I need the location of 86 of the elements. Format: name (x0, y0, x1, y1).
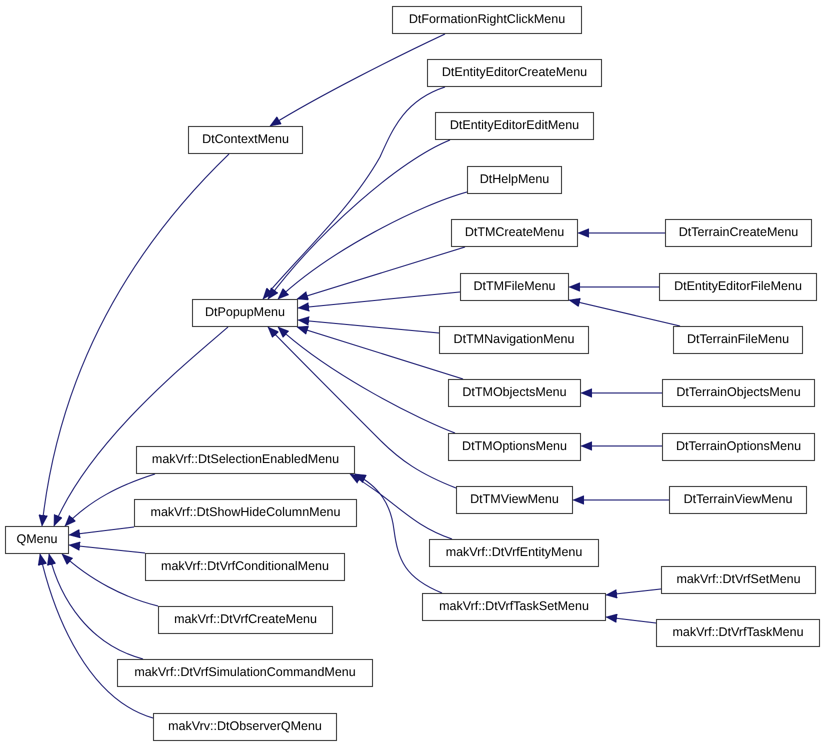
class-name: makVrf::DtVrfConditionalMenu (161, 560, 329, 574)
inheritance-arrow (606, 588, 662, 598)
inheritance-arrow (278, 192, 468, 300)
class-box (422, 593, 606, 621)
class-name: DtEntityEditorCreateMenu (442, 66, 588, 80)
class-box (662, 379, 815, 407)
class-name: DtTerrainViewMenu (684, 493, 792, 507)
class-box (662, 433, 815, 461)
class-name: makVrf::DtVrfEntityMenu (446, 546, 582, 560)
class-name: DtTMFileMenu (474, 280, 556, 294)
inheritance-arrow (262, 86, 446, 300)
class-name: makVrf::DtVrfTaskSetMenu (439, 600, 589, 614)
inheritance-arrow (606, 614, 656, 624)
inheritance-arrow (38, 154, 230, 526)
class-name: DtPopupMenu (205, 306, 285, 320)
inheritance-arrow (54, 326, 228, 526)
inheritance-arrow (270, 34, 446, 126)
class-box (429, 539, 599, 567)
class-box (136, 446, 355, 474)
inheritance-arrow (568, 298, 680, 326)
inheritance-arrow (572, 495, 670, 505)
inheritance-arrow (578, 228, 666, 238)
class-box (460, 273, 569, 301)
class-name: DtTerrainOptionsMenu (676, 440, 802, 454)
class-name: QMenu (16, 533, 58, 547)
class-name: DtTMViewMenu (470, 493, 559, 507)
class-box (134, 499, 357, 527)
class-box (661, 566, 816, 594)
inheritance-arrow (64, 474, 156, 526)
class-box (656, 619, 820, 647)
class-box (153, 713, 337, 741)
inheritance-arrow (354, 474, 442, 594)
class-name: DtTMNavigationMenu (454, 333, 574, 347)
inheritance-arrow (580, 388, 662, 398)
class-box (427, 59, 602, 87)
class-box (145, 553, 345, 581)
class-box (188, 126, 303, 154)
class-box (158, 606, 333, 634)
inheritance-arrow (580, 441, 662, 451)
class-box (117, 659, 373, 687)
class-box (467, 166, 562, 194)
inheritance-arrow (47, 554, 144, 660)
inheritance-arrow (68, 542, 146, 554)
inheritance-arrow (268, 326, 456, 488)
class-name: DtTerrainObjectsMenu (676, 386, 801, 400)
class-box (659, 273, 817, 301)
class-name: makVrf::DtShowHideColumnMenu (150, 506, 340, 520)
class-box (448, 379, 581, 407)
class-name: makVrf::DtVrfSimulationCommandMenu (134, 666, 356, 680)
class-name: DtTMObjectsMenu (462, 386, 567, 400)
class-box (669, 486, 807, 514)
inheritance-arrow (298, 316, 440, 334)
class-box (451, 219, 578, 247)
class-name: DtContextMenu (202, 133, 289, 147)
inheritance-arrow (38, 554, 154, 718)
class-name: makVrf::DtVrfSetMenu (676, 573, 801, 587)
inheritance-arrow (350, 474, 452, 540)
class-name: makVrf::DtSelectionEnabledMenu (152, 453, 340, 467)
inheritance-arrow (68, 526, 134, 538)
class-box (448, 433, 581, 461)
class-box (673, 326, 803, 354)
class-name: DtEntityEditorFileMenu (674, 280, 802, 294)
class-name: DtTerrainCreateMenu (678, 226, 798, 240)
inheritance-arrow (298, 292, 460, 312)
class-box (5, 526, 69, 554)
inheritance-arrow (568, 282, 660, 292)
class-name: makVrv::DtObserverQMenu (168, 720, 322, 734)
inheritance-arrow (278, 326, 456, 434)
class-box (456, 486, 573, 514)
class-box (439, 326, 589, 354)
class-name: makVrf::DtVrfTaskMenu (672, 626, 804, 640)
class-name: DtTMOptionsMenu (462, 440, 567, 454)
class-box (435, 112, 594, 140)
class-box (192, 299, 298, 327)
inheritance-arrow (296, 246, 466, 300)
class-name: DtEntityEditorEditMenu (450, 119, 580, 133)
class-box (392, 6, 582, 34)
class-name: DtTerrainFileMenu (686, 333, 790, 347)
class-name: DtTMCreateMenu (464, 226, 564, 240)
class-name: DtFormationRightClickMenu (408, 13, 566, 27)
inheritance-arrow (296, 326, 464, 380)
class-name: DtHelpMenu (480, 173, 550, 187)
inheritance-arrow (268, 140, 450, 300)
class-box (665, 219, 812, 247)
inheritance-arrow (62, 554, 158, 606)
class-name: makVrf::DtVrfCreateMenu (174, 613, 317, 627)
